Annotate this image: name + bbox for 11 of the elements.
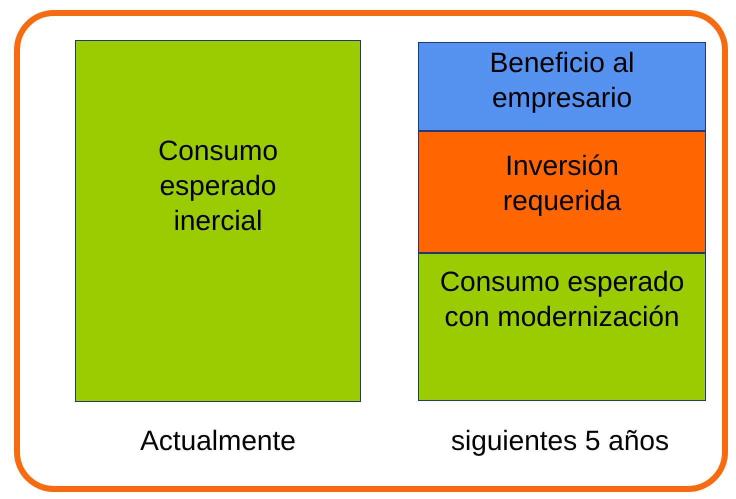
segment-label: Consumo esperado inercial: [157, 134, 279, 238]
bar-segment: [418, 42, 706, 131]
segment-label: Consumo esperado con modernización: [438, 265, 686, 334]
segment-label: Inversión requerida: [502, 149, 622, 218]
axis-label: Actualmente: [140, 425, 296, 457]
bar-segment: [418, 253, 706, 401]
frame-background: [14, 10, 728, 492]
axis-label: siguientes 5 años: [451, 425, 669, 457]
bar-segment: [418, 131, 706, 253]
segment-label: Beneficio al empresario: [488, 46, 636, 115]
bar-segment: [75, 40, 361, 402]
